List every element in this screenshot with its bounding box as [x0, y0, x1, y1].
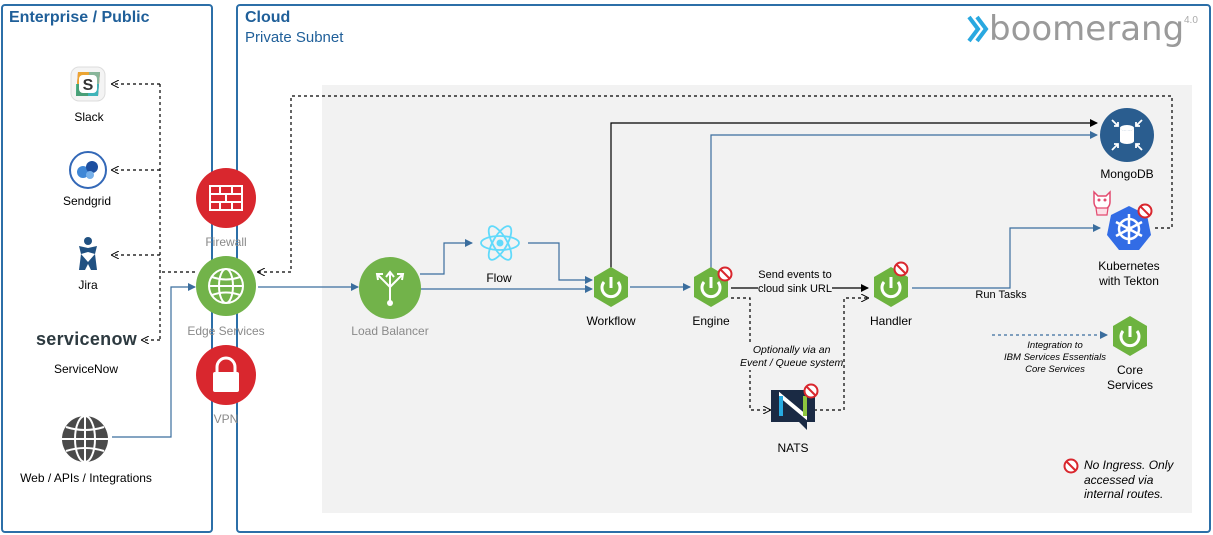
legend-line2: accessed via — [1084, 472, 1154, 487]
jira-icon — [73, 236, 103, 272]
send-events-label: Send events to cloud sink URL — [758, 268, 832, 296]
nats-label: NATS — [777, 441, 809, 455]
enterprise-title: Enterprise / Public — [9, 9, 150, 26]
private-subnet-region — [322, 85, 1192, 513]
brand-version: 4.0 — [1184, 15, 1198, 26]
flow-label: Flow — [486, 271, 512, 285]
firewall-icon — [196, 168, 256, 228]
legend-text: No Ingress. Only accessed via internal r… — [1084, 458, 1173, 502]
mongodb-icon — [1100, 108, 1154, 162]
handler-label: Handler — [869, 314, 913, 328]
tekton-icon — [1090, 188, 1114, 216]
engine-to-mongodb-line — [710, 131, 1098, 268]
core-services-label: Core Services — [1107, 363, 1153, 393]
integration-line3: Core Services — [1025, 364, 1085, 375]
vpn-icon — [196, 345, 256, 405]
web-to-edge-line — [112, 283, 196, 438]
cloud-title: Cloud — [245, 9, 291, 26]
flow-react-icon — [478, 223, 522, 263]
workflow-spring-icon — [590, 266, 632, 308]
brand-logo: boomerang 4.0 — [966, 9, 1206, 52]
core-services-spring-icon — [1109, 315, 1151, 357]
jira-label: Jira — [78, 278, 98, 292]
cloud-subtitle: Private Subnet — [245, 29, 344, 46]
legend-no-ingress-icon — [1063, 458, 1079, 474]
kubernetes-label: Kubernetes with Tekton — [1098, 259, 1159, 289]
lb-to-flow-line — [420, 239, 473, 275]
send-events-line2: cloud sink URL — [758, 283, 832, 295]
handler-to-kubernetes-line — [912, 224, 1101, 289]
legend-line3: internal routes. — [1084, 487, 1164, 501]
engine-no-ingress-icon — [717, 266, 733, 282]
legend-line1: No Ingress. Only — [1084, 458, 1174, 472]
brand-name: boomerang — [989, 9, 1185, 49]
firewall-label: Firewall — [205, 235, 247, 249]
mongodb-label: MongoDB — [1100, 167, 1154, 181]
servicenow-label: ServiceNow — [53, 362, 119, 376]
integration-line2: IBM Services Essentials — [1004, 352, 1106, 363]
sendgrid-label: Sendgrid — [62, 194, 112, 208]
send-events-line1: Send events to — [758, 269, 832, 281]
engine-label: Engine — [692, 314, 730, 328]
kubernetes-icon — [1105, 204, 1153, 252]
core-services-line1: Core — [1116, 363, 1144, 377]
servicenow-icon: servicenow — [36, 329, 138, 349]
core-services-line2: Services — [1106, 378, 1154, 392]
slack-icon: S — [70, 66, 106, 102]
vpn-label: VPN — [213, 412, 239, 426]
handler-no-ingress-icon — [893, 261, 909, 277]
optional-queue-label: Optionally via an Event / Queue system — [740, 344, 844, 370]
edge-services-icon — [196, 256, 256, 316]
load-balancer-label: Load Balancer — [351, 324, 429, 338]
flow-to-workflow-line — [528, 242, 593, 284]
run-tasks-label: Run Tasks — [975, 289, 1027, 301]
slack-label: Slack — [74, 110, 104, 124]
web-apis-label: Web / APIs / Integrations — [20, 471, 152, 485]
load-balancer-icon — [359, 257, 421, 319]
integration-line1: Integration to — [1027, 340, 1083, 351]
kubernetes-label-line2: with Tekton — [1099, 274, 1159, 288]
nats-no-ingress-icon — [803, 383, 819, 399]
integration-label: Integration to IBM Services Essentials C… — [997, 340, 1113, 376]
workflow-label: Workflow — [586, 314, 636, 328]
optional-line1: Optionally via an — [752, 344, 831, 356]
handler-spring-icon — [870, 266, 912, 308]
boomerang-chevron-icon — [967, 15, 989, 43]
kubernetes-label-line1: Kubernetes — [1098, 259, 1160, 273]
optional-line2: Event / Queue system — [740, 357, 844, 369]
edge-services-label: Edge Services — [187, 324, 265, 338]
kubernetes-no-ingress-icon — [1137, 203, 1153, 219]
workflow-to-mongodb-line — [610, 119, 1098, 268]
globe-icon — [60, 414, 110, 464]
sendgrid-icon — [68, 150, 108, 190]
svg-text:S: S — [83, 77, 94, 94]
